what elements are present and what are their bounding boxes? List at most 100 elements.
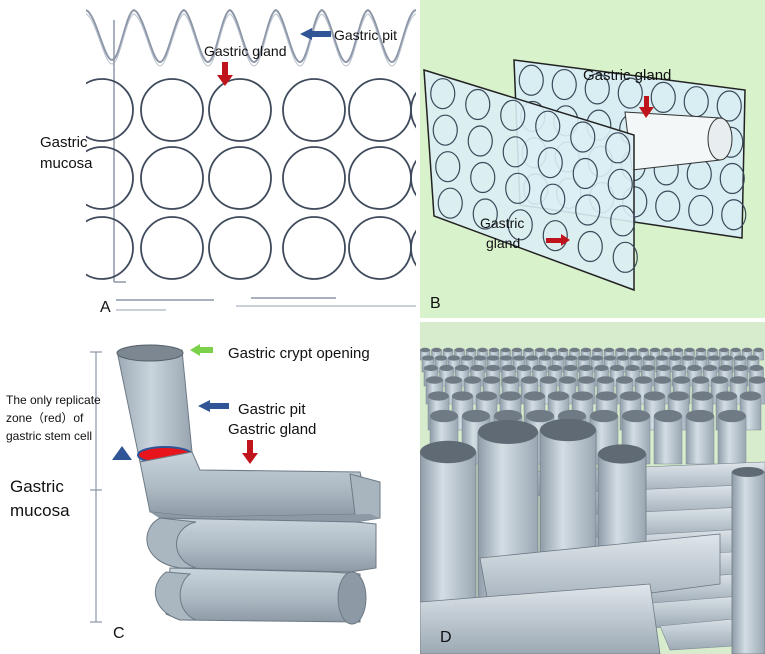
gland-column-top — [730, 376, 747, 384]
gland-column-top — [546, 347, 557, 353]
gland-column-top — [452, 391, 473, 401]
gland-circle — [540, 183, 566, 215]
gland-circle — [507, 209, 533, 241]
panel-letter-d: D — [440, 629, 452, 646]
gland-circle — [570, 121, 596, 153]
gland-column-top — [454, 347, 465, 353]
gland-circle — [208, 78, 272, 142]
gland-circle — [688, 194, 714, 227]
gland-circle — [140, 78, 204, 142]
gland-column-top — [669, 355, 681, 361]
gland-circle — [535, 110, 561, 142]
gland-column-top — [740, 391, 761, 401]
gland-circle — [572, 157, 598, 190]
gland-column-top — [540, 376, 557, 384]
gland-circle — [208, 216, 272, 280]
gland-column-top — [604, 347, 614, 353]
gland-circle — [605, 132, 631, 164]
gland-circle — [437, 187, 463, 219]
gland-column-top — [620, 391, 641, 401]
gland-column-top — [625, 364, 640, 372]
gland-circle — [650, 81, 676, 114]
panel-c: Gastric crypt opening Gastric pit Gastri… — [0, 322, 416, 654]
gland-column-top — [572, 391, 593, 401]
gland-column-top — [431, 347, 442, 353]
gland-circle — [348, 216, 412, 280]
gland-column-top — [684, 347, 695, 353]
gland-column-top — [592, 347, 603, 353]
gland-column-top — [703, 364, 717, 372]
gland-circle — [348, 146, 412, 210]
gland-circle — [472, 198, 498, 230]
gland-column-top — [563, 364, 578, 372]
label-gastric-gland-2: gland — [486, 235, 520, 251]
gastric-pit-wave — [86, 8, 416, 64]
gland-column-top — [526, 355, 538, 361]
gland-circle — [465, 88, 491, 121]
gland-column-top — [512, 347, 522, 353]
gland-column-top — [742, 347, 752, 353]
gland-column-top — [579, 364, 593, 372]
gland-column-top — [476, 391, 497, 401]
gland-column-top — [719, 347, 729, 353]
gland-column-top — [656, 355, 668, 361]
gland-column-top — [461, 355, 473, 361]
gland-column-top — [661, 347, 672, 353]
panel-letter-b: B — [430, 295, 441, 312]
gland-column-top — [656, 364, 671, 372]
gland-column-top — [552, 355, 564, 361]
gland-circle — [542, 220, 568, 252]
replicate-zone-marker-triangle — [112, 446, 132, 460]
gland-column-top — [466, 347, 476, 353]
panel-a-mucosa-label: Gastric mucosa — [40, 132, 120, 182]
gland-circle — [282, 78, 346, 142]
gland-column-top — [630, 355, 642, 361]
gland-circle — [410, 159, 416, 197]
red-arrow-down — [217, 62, 233, 86]
gland-column-top — [424, 364, 438, 372]
gland-circle — [140, 216, 204, 280]
gland-column-top — [539, 355, 551, 361]
gland-circle — [577, 230, 603, 263]
gland-column-top — [474, 355, 486, 361]
gland-column-top — [559, 376, 576, 384]
gland-column-top — [594, 364, 609, 372]
gland-column-top — [581, 347, 591, 353]
gland-column-top — [521, 376, 538, 384]
gland-column-top — [591, 355, 603, 361]
label-gastric-mucosa-2: mucosa — [10, 501, 70, 520]
label-gastric-gland-1: Gastric — [480, 215, 524, 231]
gland-column — [685, 415, 715, 465]
gland-circle — [435, 151, 461, 183]
gland-circle — [86, 216, 134, 280]
gland-column-top — [668, 391, 689, 401]
gland-column-top — [501, 364, 516, 372]
gastric-pit-tube — [116, 344, 193, 463]
gland-circle — [410, 91, 416, 129]
gland-circle — [467, 125, 493, 157]
gland-column-top — [477, 347, 488, 353]
gland-column-top — [643, 355, 655, 361]
gland-column-top — [455, 364, 469, 372]
gland-column-top — [500, 391, 521, 401]
gland-column-top — [464, 376, 481, 384]
gland-column-top — [500, 355, 512, 361]
gland-column-top — [548, 391, 569, 401]
gland-column-top — [487, 355, 499, 361]
label-gastric-pit: Gastric pit — [238, 401, 306, 418]
gland-column-top — [635, 376, 652, 384]
gland-column-top — [682, 355, 694, 361]
gland-column-top — [494, 409, 522, 423]
gland-tube — [624, 111, 733, 171]
gland-column-top — [420, 347, 430, 353]
gland-column-top — [734, 364, 748, 372]
gland-column-top — [696, 347, 706, 353]
gland-circle — [208, 146, 272, 210]
gland-circle — [86, 146, 134, 210]
gland-circle — [610, 205, 636, 237]
gland-column-top — [673, 347, 683, 353]
gland-circle — [432, 114, 458, 146]
gland-circle — [505, 172, 531, 204]
panel-d: D — [420, 322, 765, 654]
red-arrow-down — [639, 96, 654, 118]
